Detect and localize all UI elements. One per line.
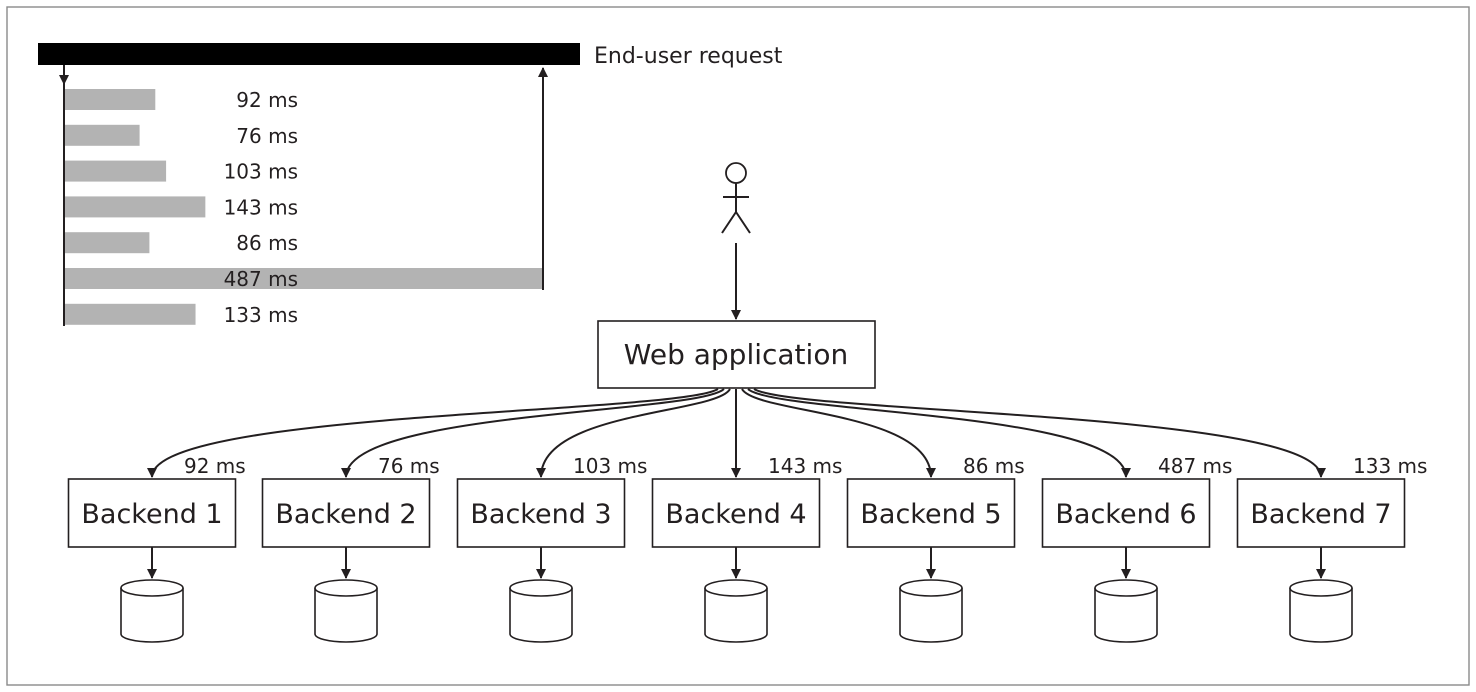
- backend-label: Backend 5: [860, 499, 1001, 530]
- backend-box: [651, 478, 821, 548]
- timeline: End-user request 92 ms 76 ms 103 ms 143 ms 8…: [38, 43, 783, 327]
- backend-latency-label: 487 ms: [1158, 454, 1232, 478]
- end-user-request-label: End-user request: [594, 44, 783, 69]
- database-cylinder-icon: [704, 579, 768, 643]
- backend-label: Backend 4: [665, 499, 806, 530]
- timeline-latency-label: 487 ms: [224, 267, 298, 291]
- backend-latency-label: 143 ms: [768, 454, 842, 478]
- timeline-bar: [65, 124, 140, 146]
- backend-latency-label: 133 ms: [1353, 454, 1427, 478]
- timeline-bar: [65, 268, 543, 289]
- web-app-to-backend-arrow: [341, 388, 725, 478]
- database-cylinder-icon: [509, 579, 573, 643]
- timeline-bar: [65, 303, 196, 325]
- database-cylinder-icon: [120, 579, 184, 643]
- figure-frame: [6, 6, 1470, 686]
- web-app-to-backend-arrow: [753, 388, 1326, 478]
- web-app-to-backend-arrow: [147, 388, 719, 478]
- backend-label: Backend 7: [1250, 499, 1391, 530]
- backend-latency-label: 86 ms: [963, 454, 1025, 478]
- timeline-bars: 92 ms 76 ms 103 ms 143 ms 86 ms 487 ms 133 ms: [65, 88, 543, 327]
- backend-label: Backend 3: [470, 499, 611, 530]
- timeline-latency-label: 133 ms: [224, 303, 298, 327]
- timeline-latency-label: 103 ms: [224, 160, 298, 184]
- web-application-label: Web application: [624, 338, 848, 371]
- database-cylinder-icon: [1289, 579, 1353, 643]
- timeline-latency-label: 76 ms: [236, 124, 298, 148]
- backend-label: Backend 1: [81, 499, 222, 530]
- backend-box: [1041, 478, 1211, 548]
- timeline-latency-label: 86 ms: [236, 231, 298, 255]
- web-app-to-backend-arrow: [741, 388, 936, 478]
- timeline-latency-label: 92 ms: [236, 88, 298, 112]
- timeline-bar: [65, 89, 156, 110]
- database-cylinder-icon: [1094, 579, 1158, 643]
- timeline-bar: [65, 196, 206, 218]
- backends: 92 ms Backend 1 76 ms Backend 2 103 ms Backen…: [67, 388, 1427, 643]
- backend-box: [261, 478, 431, 548]
- database-cylinder-icon: [899, 579, 963, 643]
- web-app-to-backend-arrow: [747, 388, 1131, 478]
- backend-label: Backend 2: [275, 499, 416, 530]
- backend-box: [456, 478, 626, 548]
- timeline-bar: [65, 160, 167, 182]
- timeline-latency-label: 143 ms: [224, 195, 298, 219]
- backend-box: [1236, 478, 1406, 548]
- web-app-to-backend-arrow: [536, 388, 731, 478]
- backend-box: [67, 478, 237, 548]
- web-application-box: Web application: [597, 320, 876, 389]
- backend-latency-label: 92 ms: [184, 454, 246, 478]
- backend-latency-label: 103 ms: [573, 454, 647, 478]
- timeline-bar: [65, 232, 150, 254]
- end-user-request-bar: [38, 43, 580, 65]
- backend-box: [846, 478, 1016, 548]
- stick-figure-icon: [721, 162, 751, 234]
- backend-label: Backend 6: [1055, 499, 1196, 530]
- backend-latency-label: 76 ms: [378, 454, 440, 478]
- database-cylinder-icon: [314, 579, 378, 643]
